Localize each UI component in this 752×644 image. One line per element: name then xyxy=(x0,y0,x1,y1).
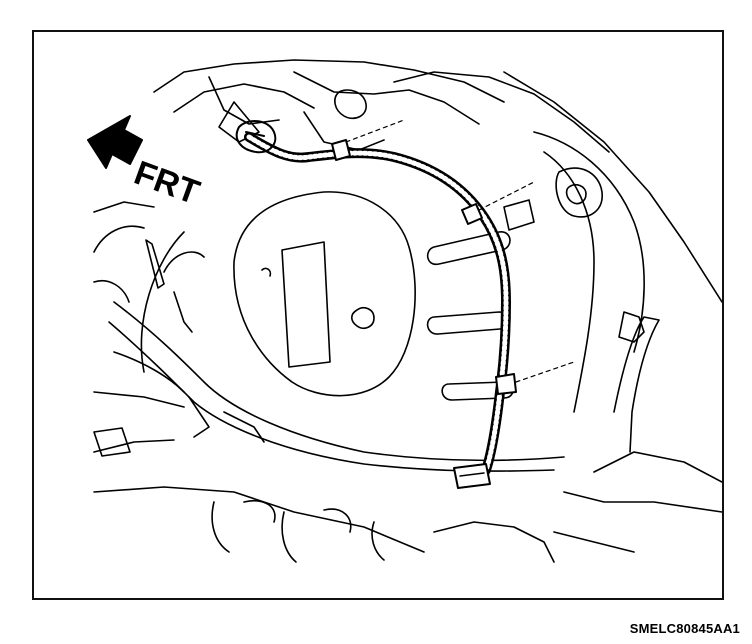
arrow-icon xyxy=(87,115,143,169)
leader-lines xyxy=(345,119,575,383)
inner-panel-slots xyxy=(426,199,535,401)
figure-code: SMELC80845AA1 xyxy=(629,621,740,636)
wire-harness xyxy=(235,120,517,489)
left-body-structure xyxy=(93,201,165,303)
direction-label: FRT xyxy=(129,154,204,212)
right-quarter-panel xyxy=(503,71,722,553)
floor-panel xyxy=(93,301,565,563)
front-direction-indicator: FRT xyxy=(87,115,205,212)
diagram-frame: FRT xyxy=(32,30,724,600)
rear-harness-diagram: FRT xyxy=(87,59,722,563)
upper-body-panel xyxy=(153,59,610,153)
wheel-house xyxy=(140,191,416,397)
